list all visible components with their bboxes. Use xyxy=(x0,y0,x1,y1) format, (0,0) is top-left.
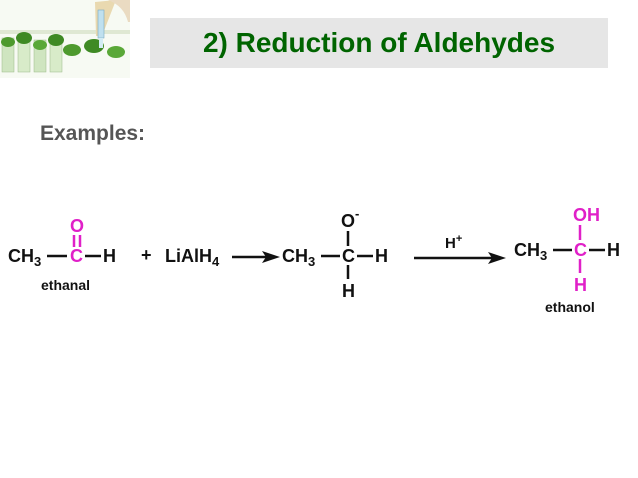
lab-plant-pipette-icon xyxy=(0,0,130,78)
reactant-oxygen: O xyxy=(70,216,84,236)
acid-label: H+ xyxy=(445,233,462,252)
product-hydroxyl: OH xyxy=(573,205,600,225)
intermediate-charge: - xyxy=(355,206,359,221)
product-name: ethanol xyxy=(545,299,595,315)
plus-sign: + xyxy=(141,245,152,265)
product-ch3: CH3 xyxy=(514,240,547,263)
intermediate-oxygen: O xyxy=(341,211,355,231)
product-hydrogen-right: H xyxy=(607,240,620,260)
reactant-hydrogen: H xyxy=(103,246,116,266)
reactant-carbon: C xyxy=(70,246,83,266)
reactant-name: ethanal xyxy=(41,277,90,293)
intermediate-ch3: CH3 xyxy=(282,246,315,269)
intermediate-hydrogen-right: H xyxy=(375,246,388,266)
product-carbon: C xyxy=(574,240,587,260)
reactant-ch3: CH3 xyxy=(8,246,41,269)
title-bar: 2) Reduction of Aldehydes xyxy=(150,18,608,68)
slide-title: 2) Reduction of Aldehydes xyxy=(202,27,556,58)
intermediate-carbon: C xyxy=(342,246,355,266)
examples-heading: Examples: xyxy=(40,122,146,145)
product-hydrogen-bottom: H xyxy=(574,275,587,295)
reaction-arrow-2-head xyxy=(488,252,506,264)
reagent-lialh4: LiAlH4 xyxy=(165,246,220,269)
reaction-arrow-1-head xyxy=(262,251,280,263)
intermediate-hydrogen-bottom: H xyxy=(342,281,355,301)
